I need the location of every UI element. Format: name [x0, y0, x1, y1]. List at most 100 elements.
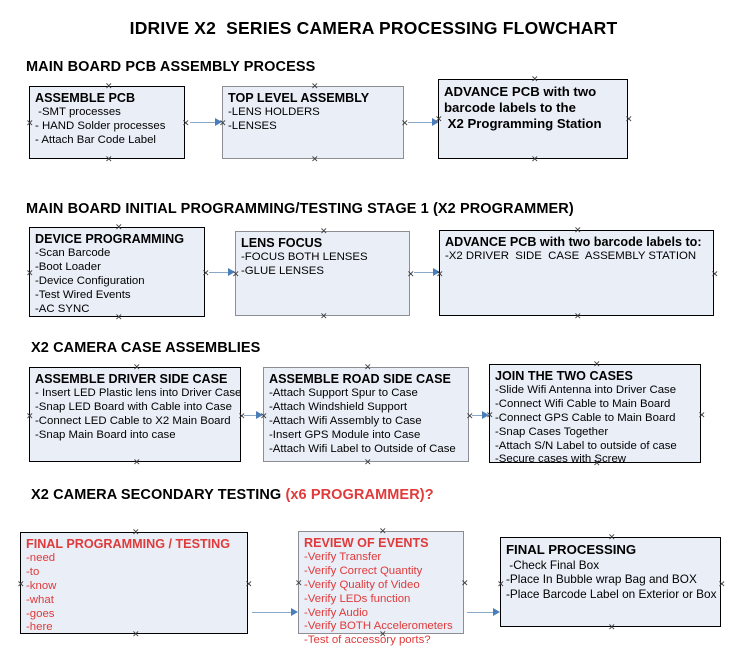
connector-line	[190, 122, 218, 123]
node-line: - Insert LED Plastic lens into Driver Ca…	[35, 387, 242, 400]
section-heading-1: MAIN BOARD PCB ASSEMBLY PROCESS	[26, 59, 315, 75]
node-line: -Attach Wifi Assembly to Case	[269, 414, 422, 427]
connector-handle-right[interactable]	[461, 580, 468, 587]
connector-handle-right[interactable]	[407, 271, 414, 278]
node-lens-focus[interactable]: LENS FOCUS -FOCUS BOTH LENSES -GLUE LENS…	[235, 231, 410, 316]
node-line: -Verify Correct Quantity	[304, 565, 423, 578]
connector-handle-top[interactable]	[115, 224, 122, 231]
node-line: -Snap Cases Together	[495, 425, 609, 438]
connector-arrow	[433, 268, 440, 276]
connector-handle-top[interactable]	[608, 534, 615, 541]
node-line: -Scan Barcode	[35, 247, 111, 260]
section-heading-2: MAIN BOARD INITIAL PROGRAMMING/TESTING S…	[26, 201, 574, 217]
node-line: -need	[26, 552, 56, 565]
node-top-level-assembly[interactable]: TOP LEVEL ASSEMBLY -LENS HOLDERS -LENSES	[222, 86, 404, 159]
page-title: IDRIVE X2 SERIES CAMERA PROCESSING FLOWC…	[129, 18, 618, 38]
connector-arrow	[482, 411, 489, 419]
node-line: -LENSES	[228, 120, 277, 133]
node-title: DEVICE PROGRAMMING	[35, 232, 185, 246]
connector-handle-right[interactable]	[182, 120, 189, 127]
connector-handle-right[interactable]	[401, 120, 408, 127]
section-heading-3-text: X2 CAMERA CASE ASSEMBLIES	[31, 340, 261, 356]
connector-handle-left[interactable]	[26, 120, 33, 127]
connector-handle-top[interactable]	[132, 529, 139, 536]
connector-handle-right[interactable]	[245, 581, 252, 588]
node-final-processing[interactable]: FINAL PROCESSING -Check Final Box -Place…	[500, 537, 721, 627]
connector-handle-left[interactable]	[26, 270, 33, 277]
node-line: -know	[26, 579, 57, 592]
node-line: -here	[26, 621, 53, 634]
connector-handle-left[interactable]	[497, 581, 504, 588]
node-line: -SMT processes	[35, 106, 121, 119]
connector-arrow	[256, 411, 263, 419]
node-line: -LENS HOLDERS	[228, 106, 320, 119]
node-line: -Verify Transfer	[304, 551, 382, 564]
node-device-programming[interactable]: DEVICE PROGRAMMING -Scan Barcode -Boot L…	[29, 227, 205, 317]
node-line: -goes	[26, 607, 55, 620]
node-line: - Attach Bar Code Label	[35, 133, 156, 146]
node-advance-pcb-driver-side[interactable]: ADVANCE PCB with two barcode labels to: …	[439, 230, 714, 316]
connector-handle-bottom[interactable]	[531, 156, 538, 163]
node-title: JOIN THE TWO CASES	[495, 369, 633, 383]
node-line: -Boot Loader	[35, 261, 101, 274]
node-title: FINAL PROCESSING	[506, 542, 637, 557]
connector-handle-bottom[interactable]	[608, 624, 615, 631]
connector-handle-bottom[interactable]	[364, 459, 371, 466]
connector-arrow	[215, 118, 222, 126]
connector-handle-right[interactable]	[625, 116, 632, 123]
connector-handle-top[interactable]	[364, 364, 371, 371]
node-line: -Place In Bubble wrap Bag and BOX	[506, 572, 697, 587]
node-assemble-driver-side-case[interactable]: ASSEMBLE DRIVER SIDE CASE - Insert LED P…	[29, 367, 241, 462]
connector-line	[252, 612, 294, 613]
section-heading-3: X2 CAMERA CASE ASSEMBLIES	[31, 340, 260, 356]
node-title: FINAL PROGRAMMING / TESTING	[26, 537, 231, 551]
node-line: -Check Final Box	[506, 558, 600, 573]
node-advance-pcb-programming-station[interactable]: ADVANCE PCB with two barcode labels to t…	[438, 79, 628, 159]
connector-handle-right[interactable]	[718, 581, 725, 588]
connector-handle-left[interactable]	[17, 581, 24, 588]
section-heading-4-accent: (x6 PROGRAMMER)?	[285, 487, 434, 503]
connector-arrow	[291, 608, 298, 616]
connector-handle-top[interactable]	[531, 76, 538, 83]
section-heading-2-text: MAIN BOARD INITIAL PROGRAMMING/TESTING S…	[26, 201, 574, 217]
connector-handle-top[interactable]	[574, 227, 581, 234]
node-title: LENS FOCUS	[241, 236, 323, 250]
node-line: -Attach Wifi Label to Outside of Case	[269, 442, 456, 455]
node-line: -Place Barcode Label on Exterior or Box	[506, 586, 717, 601]
node-join-the-two-cases[interactable]: JOIN THE TWO CASES -Slide Wifi Antenna i…	[489, 361, 701, 465]
connector-handle-bottom[interactable]	[133, 459, 140, 466]
section-heading-4: X2 CAMERA SECONDARY TESTING (x6 PROGRAMM…	[31, 487, 434, 503]
node-line: -Insert GPS Module into Case	[269, 428, 421, 441]
connector-handle-top[interactable]	[133, 364, 140, 371]
connector-handle-top[interactable]	[105, 83, 112, 90]
connector-handle-right[interactable]	[698, 412, 705, 419]
node-assemble-pcb[interactable]: ASSEMBLE PCB -SMT processes - HAND Solde…	[29, 86, 185, 159]
node-review-of-events[interactable]: REVIEW OF EVENTS -Verify Transfer -Verif…	[295, 528, 464, 646]
section-heading-4-text: X2 CAMERA SECONDARY TESTING	[31, 487, 286, 503]
node-line: -Verify Audio	[304, 606, 368, 619]
node-line: -AC SYNC	[35, 302, 90, 315]
node-title: ASSEMBLE ROAD SIDE CASE	[269, 372, 451, 386]
connector-handle-top[interactable]	[320, 228, 327, 235]
connector-handle-bottom[interactable]	[574, 313, 581, 320]
connector-handle-top[interactable]	[379, 528, 386, 535]
connector-handle-top[interactable]	[311, 83, 318, 90]
node-line-overflow: -Test of accessory ports?	[304, 634, 431, 647]
node-line: -Test Wired Events	[35, 288, 131, 301]
connector-handle-bottom[interactable]	[320, 313, 327, 320]
connector-handle-top[interactable]	[593, 361, 600, 368]
connector-arrow	[493, 608, 500, 616]
connector-handle-right[interactable]	[711, 271, 718, 278]
node-assemble-road-side-case[interactable]: ASSEMBLE ROAD SIDE CASE -Attach Support …	[263, 367, 469, 462]
connector-line	[467, 612, 496, 613]
node-line: - HAND Solder processes	[35, 120, 166, 133]
connector-handle-bottom[interactable]	[105, 156, 112, 163]
connector-handle-left[interactable]	[295, 580, 302, 587]
node-final-programming-testing[interactable]: FINAL PROGRAMMING / TESTING -need -to -k…	[20, 532, 248, 634]
connector-handle-left[interactable]	[26, 413, 33, 420]
node-line: -Secure cases with Screw	[495, 453, 627, 466]
connector-handle-right[interactable]	[202, 270, 209, 277]
connector-handle-bottom[interactable]	[311, 156, 318, 163]
connector-line	[209, 272, 231, 273]
